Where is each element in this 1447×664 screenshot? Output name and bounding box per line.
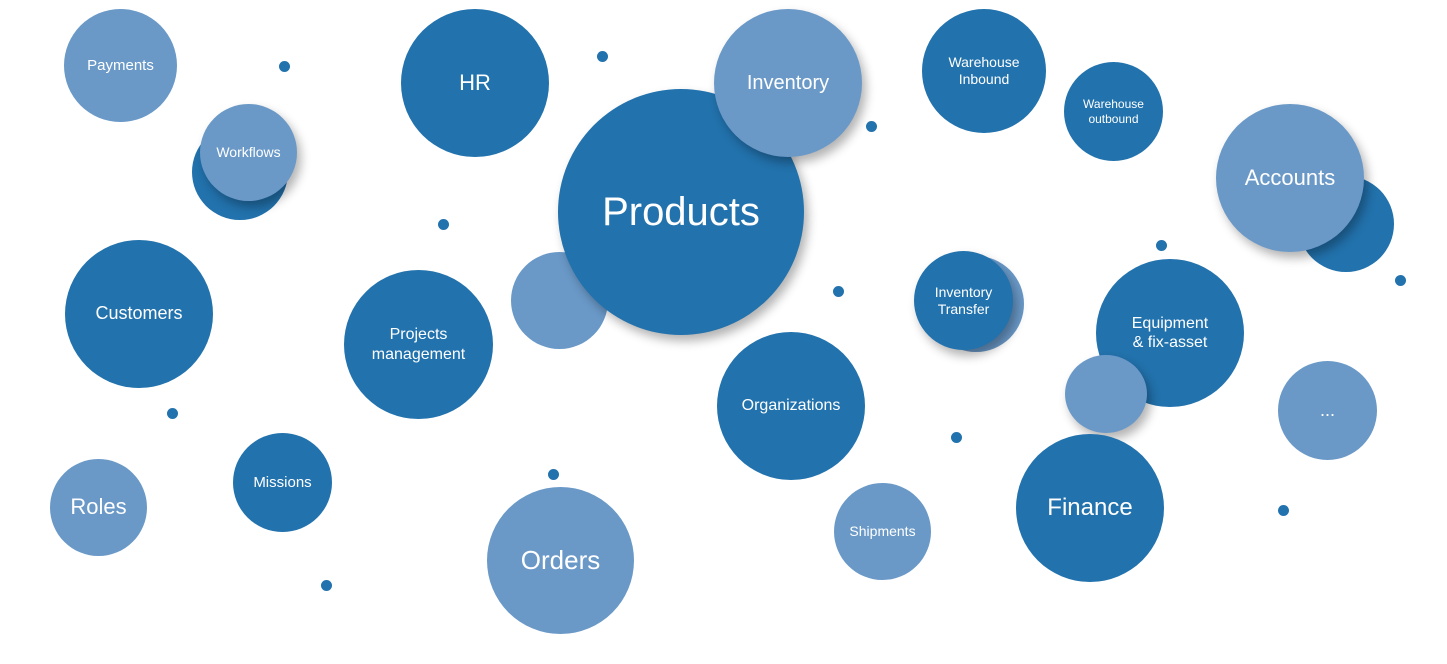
more-bubble: ... (1278, 361, 1377, 460)
organizations-bubble: Organizations (717, 332, 865, 480)
dot (167, 408, 178, 419)
dot (597, 51, 608, 62)
finance-label: Finance (1047, 493, 1133, 521)
missions-bubble: Missions (233, 433, 332, 532)
hr-label: HR (459, 69, 491, 95)
dot (951, 432, 962, 443)
dot (438, 219, 449, 230)
dot (279, 61, 290, 72)
equipment-label: Equipment & fix-asset (1131, 314, 1209, 351)
dot (833, 286, 844, 297)
inventory-transfer-bubble: Inventory Transfer (914, 251, 1013, 350)
dot (321, 580, 332, 591)
organizations-label: Organizations (741, 397, 841, 415)
projects-management-label: Projects management (371, 326, 466, 363)
warehouse-outbound-bubble: Warehouse outbound (1064, 62, 1163, 161)
roles-label: Roles (70, 494, 127, 520)
orders-label: Orders (520, 544, 601, 575)
warehouse-inbound-label: Warehouse Inbound (948, 54, 1020, 87)
accounts-label: Accounts (1244, 164, 1336, 190)
products-bubble: Products (558, 89, 804, 335)
hr-bubble: HR (401, 9, 549, 157)
inventory-bubble: Inventory (714, 9, 862, 157)
shipments-label: Shipments (849, 523, 916, 540)
customers-bubble: Customers (65, 240, 213, 388)
inventory-transfer-label: Inventory Transfer (934, 283, 993, 317)
warehouse-inbound-bubble: Warehouse Inbound (922, 9, 1046, 133)
products-label: Products (602, 190, 760, 234)
shipments-bubble: Shipments (834, 483, 931, 580)
payments-bubble: Payments (64, 9, 177, 122)
workflows-label: Workflows (216, 144, 281, 161)
dot (1156, 240, 1167, 251)
dot (866, 121, 877, 132)
workflows-bubble: Workflows (200, 104, 297, 201)
dot (1278, 505, 1289, 516)
inventory-label: Inventory (746, 72, 830, 94)
equipment-side-circle (1065, 355, 1147, 433)
missions-label: Missions (253, 473, 312, 491)
more-label: ... (1319, 399, 1335, 420)
finance-bubble: Finance (1016, 434, 1164, 582)
accounts-bubble: Accounts (1216, 104, 1364, 252)
roles-bubble: Roles (50, 459, 147, 556)
warehouse-outbound-label: Warehouse outbound (1083, 97, 1144, 126)
dot (548, 469, 559, 480)
dot (1395, 275, 1406, 286)
customers-label: Customers (95, 303, 183, 324)
projects-management-bubble: Projects management (344, 270, 493, 419)
orders-bubble: Orders (487, 487, 634, 634)
payments-label: Payments (87, 56, 154, 74)
